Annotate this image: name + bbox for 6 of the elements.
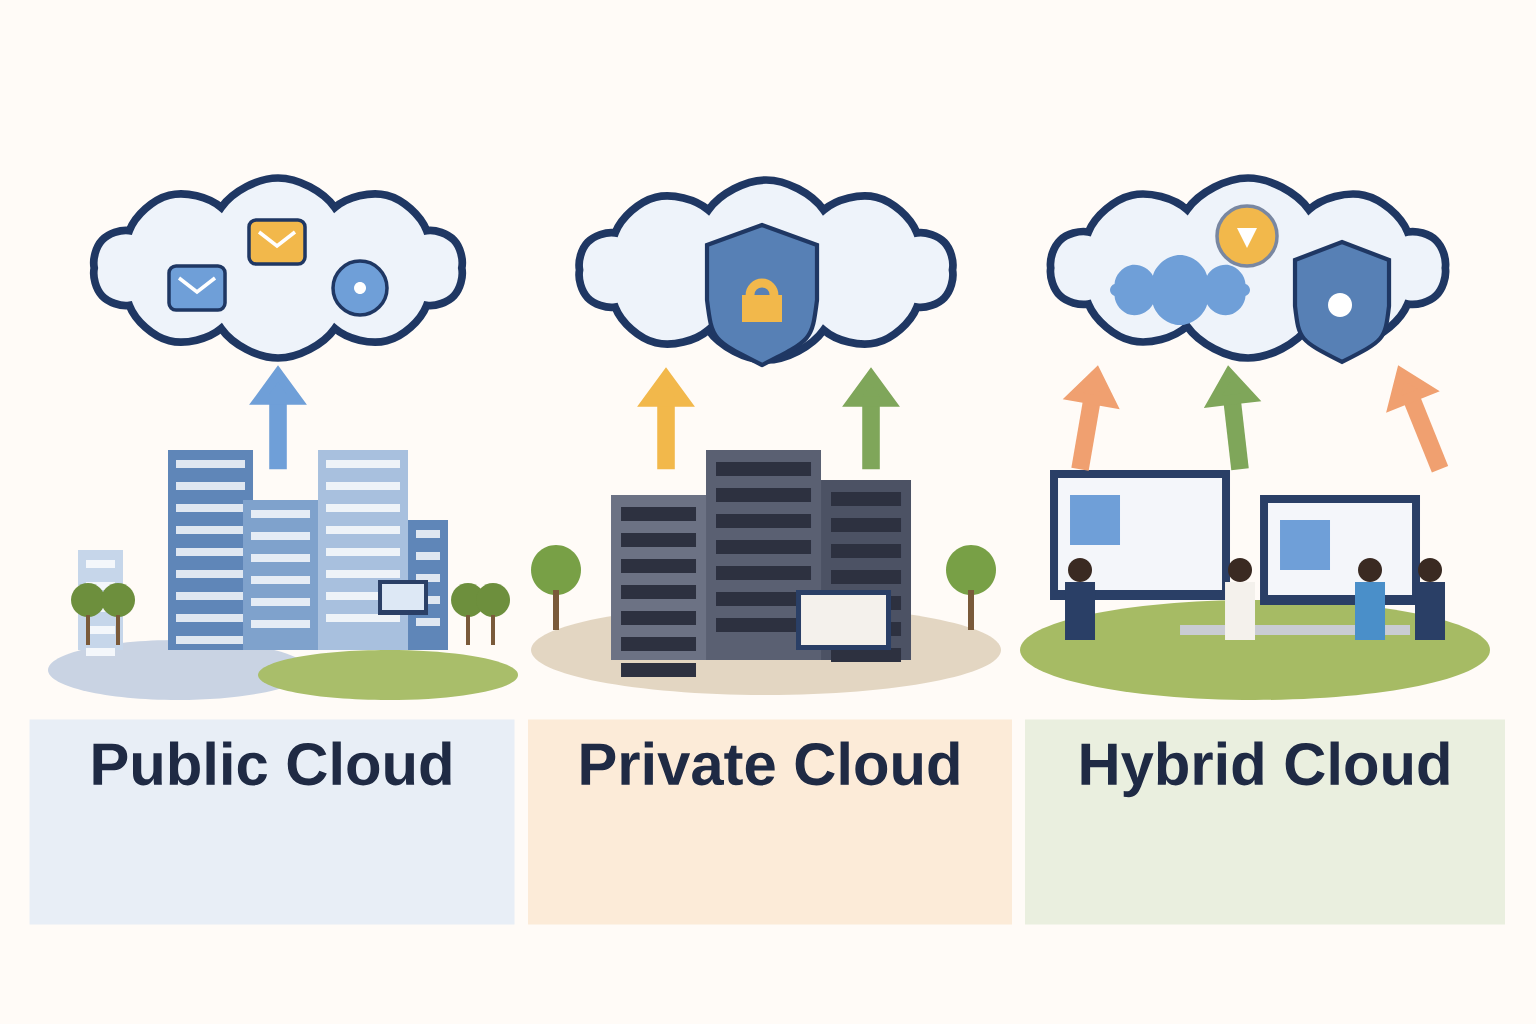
label-panel: Hybrid Cloud: [1025, 719, 1505, 925]
office-scene-drawing: [1020, 470, 1490, 700]
city-scene-drawing: [48, 450, 518, 700]
label-panel: Private Cloud: [528, 719, 1012, 925]
label-panel: Public Cloud: [29, 719, 515, 925]
server-scene-drawing: [531, 450, 1001, 695]
